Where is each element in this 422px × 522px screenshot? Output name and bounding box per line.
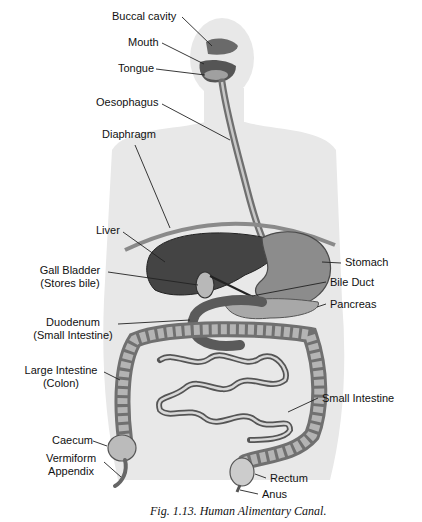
- small-intestine-coil: [159, 355, 290, 440]
- mouth-shape: [199, 60, 236, 82]
- part-label: Anus: [262, 488, 287, 501]
- leader-line: [317, 304, 326, 307]
- rectum-shape: [230, 458, 254, 486]
- part-label: Duodenum (Small Intestine): [30, 316, 116, 342]
- oesophagus-tube: [222, 82, 264, 242]
- part-label: Bile Duct: [330, 276, 374, 289]
- part-label: Stomach: [345, 256, 388, 269]
- part-label: Mouth: [128, 36, 159, 49]
- stomach-shape: [256, 232, 331, 307]
- part-label: Gall Bladder (Stores bile): [34, 264, 106, 290]
- part-label: Liver: [96, 224, 120, 237]
- leader-line: [252, 282, 326, 296]
- leader-line: [240, 490, 258, 494]
- oesophagus-lumen: [222, 82, 264, 242]
- figure-caption: Fig. 1.13. Human Alimentary Canal.: [150, 504, 326, 518]
- part-label: Pancreas: [330, 298, 376, 311]
- leader-line: [93, 441, 107, 446]
- part-label: Caecum: [52, 434, 93, 447]
- anus-shape: [237, 485, 240, 492]
- buccal-cavity-shape: [206, 39, 238, 55]
- leader-line: [135, 145, 170, 228]
- tongue-shape: [204, 70, 228, 80]
- colon-tube: [122, 329, 319, 462]
- leader-line: [162, 43, 204, 64]
- leader-line: [156, 69, 205, 75]
- small-intestine-lumen: [159, 355, 290, 440]
- caecum-shape: [108, 435, 136, 461]
- part-label: Large Intestine (Colon): [20, 364, 102, 390]
- leader-line: [123, 232, 165, 262]
- bile-duct-line: [210, 276, 255, 298]
- colon-haustra: [122, 329, 319, 462]
- part-label: Small Intestine: [322, 392, 394, 405]
- leader-line: [182, 17, 212, 46]
- leader-line: [104, 462, 121, 477]
- leader-line: [162, 104, 230, 140]
- part-label: Rectum: [270, 472, 308, 485]
- leader-lines: [93, 17, 341, 494]
- leader-line: [255, 474, 266, 478]
- part-label: Buccal cavity: [112, 10, 176, 23]
- leader-line: [108, 272, 198, 285]
- leader-line: [288, 398, 318, 412]
- leader-line: [322, 262, 341, 263]
- torso-silhouette: [103, 122, 344, 480]
- part-label: Diaphragm: [102, 128, 156, 141]
- leader-line: [104, 372, 120, 380]
- leader-line: [118, 320, 190, 324]
- part-label: Vermiform Appendix: [40, 452, 102, 478]
- part-label: Oesophagus: [96, 96, 158, 109]
- part-label: Tongue: [118, 62, 154, 75]
